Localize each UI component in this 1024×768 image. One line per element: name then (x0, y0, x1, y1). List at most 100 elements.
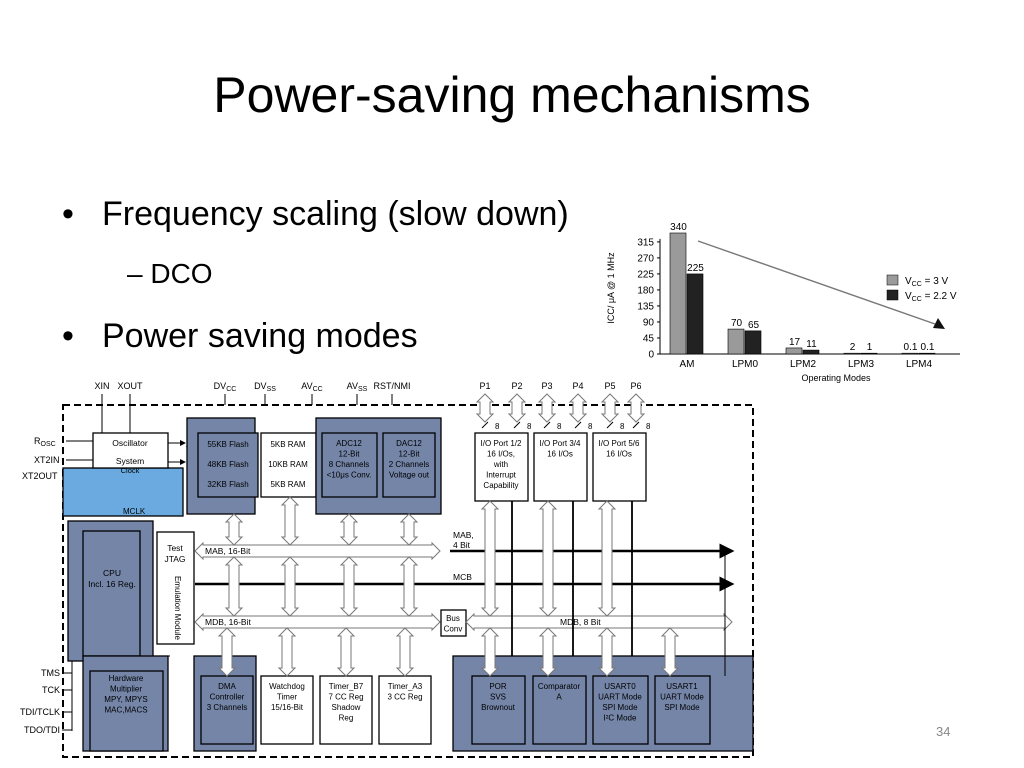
data-label-lpm4-series-1: 0.1 (904, 342, 918, 353)
mab-4-label-1: MAB, (453, 530, 474, 540)
timer-a3-label-line-1: Timer_A3 (388, 682, 423, 691)
mdb-8-bus (465, 612, 733, 632)
io-mdb-connector-2 (538, 500, 558, 617)
test-jtag-label-line-1: Test (167, 543, 183, 553)
data-label-lpm3-series-2: 1 (867, 342, 873, 353)
data-label-am-series-2: 225 (687, 263, 704, 274)
io-port-34-box (533, 432, 588, 502)
mem-mdb-connector-3 (339, 556, 359, 617)
bullet-power-saving-modes: •Power saving modes (62, 316, 418, 356)
usart1-label-line-3: SPI Mode (664, 703, 700, 712)
top-pin-label-3: DVCC (214, 381, 237, 393)
bus-conv-label-line-1: Bus (446, 614, 460, 623)
timer-b7-box (319, 675, 373, 745)
mem-mab-connector-4 (399, 513, 419, 546)
top-pin-label-13: P6 (630, 381, 641, 391)
timer-b7-label-line-4: Reg (339, 714, 354, 723)
legend-label-1: VCC = 3 V (905, 276, 949, 288)
bus-width-label-2: 8 (527, 422, 532, 431)
bus-width-slash-4 (574, 421, 582, 429)
io-port-12-label-line-4: Interrupt (486, 471, 517, 480)
por-label-line-1: POR (489, 682, 507, 691)
data-label-am-series-1: 340 (670, 222, 687, 233)
dac12-label-line-1: DAC12 (396, 439, 422, 448)
io-port-12-label-line-3: with (493, 460, 508, 469)
usart1-box (654, 675, 711, 745)
bus-conv-box (440, 609, 467, 637)
y-tick-label: 225 (637, 269, 654, 280)
data-label-lpm3-series-1: 2 (850, 342, 856, 353)
io-port-12-label-line-5: Capability (483, 481, 518, 490)
io-port-34-label-line-2: 16 I/Os (547, 450, 573, 459)
lower-mdb8-connector-3 (597, 627, 617, 677)
adc12-label-line-3: 8 Channels (329, 460, 369, 469)
power-modes-chart: ICC/ μA @ 1 MHz0459013518022527031534022… (606, 222, 960, 383)
timer-a3-label-line-2: 3 CC Reg (387, 693, 422, 702)
sub-bullet-dco: – DCO (127, 258, 213, 289)
top-pin-label-9: P2 (511, 381, 522, 391)
test-jtag-label-line-2: JTAG (164, 554, 185, 564)
pin-arrow-p6 (626, 393, 646, 423)
mab-4-label-2: 4 Bit (453, 540, 471, 550)
bar-lpm4-series-2 (918, 352, 936, 355)
pin-arrow-p3 (537, 393, 557, 423)
flash-option-3: 32KB Flash (207, 480, 248, 489)
legend-swatch-2 (886, 289, 899, 301)
bar-lpm2-series-1 (785, 347, 803, 355)
pin-arrow-p5 (600, 393, 620, 423)
dac12-label-line-2: 12-Bit (399, 450, 421, 459)
top-pin-label-12: P5 (604, 381, 615, 391)
jtag-pin-label-4: TDO/TDI (24, 725, 60, 735)
ram-option-1: 5KB RAM (270, 440, 305, 449)
bar-lpm2-series-2 (802, 349, 820, 355)
usart0-label-line-1: USART0 (604, 682, 636, 691)
watchdog-label-line-3: 15/16-Bit (271, 703, 304, 712)
page-number: 34 (936, 724, 951, 739)
left-pin-label-2: XT2IN (34, 455, 60, 465)
bus-conv-label-line-2: Conv (444, 625, 463, 634)
bus-width-slash-2 (513, 421, 521, 429)
dac12-label-line-4: Voltage out (389, 471, 430, 480)
bullet-frequency-scaling: •Frequency scaling (slow down) (62, 194, 569, 234)
mem-mab-connector-1 (224, 513, 244, 546)
y-tick-label: 0 (648, 350, 654, 361)
bar-lpm0-series-2 (744, 330, 762, 355)
top-pin-label-11: P4 (572, 381, 583, 391)
adc12-label-line-2: 12-Bit (339, 450, 361, 459)
bus-width-label-4: 8 (588, 422, 593, 431)
top-pin-label-4: DVSS (254, 381, 276, 393)
flash-option-2: 48KB Flash (207, 460, 248, 469)
adc12-label-line-1: ADC12 (336, 439, 362, 448)
io-mdb-connector-1 (480, 500, 500, 617)
x-tick-label: AM (680, 359, 695, 370)
jtag-pin-label-1: TMS (41, 668, 60, 678)
lower-mdb8-connector-1 (480, 627, 500, 677)
legend-swatch-1 (886, 274, 899, 286)
comparator-label-line-2: A (556, 693, 562, 702)
data-label-lpm2-series-2: 11 (806, 339, 817, 350)
trend-line (697, 240, 936, 325)
y-tick-label: 90 (643, 317, 655, 328)
dma-box (200, 675, 254, 745)
mdb-16-label: MDB, 16-Bit (205, 617, 251, 627)
bullet-text: Power saving modes (102, 317, 418, 355)
oscillator-system-line-1: System (116, 456, 144, 466)
test-jtag-box (156, 531, 195, 645)
hardware-multiplier-label-line-3: MPY, MPYS (104, 695, 147, 704)
usart0-box (592, 675, 649, 745)
cpu-box (82, 530, 141, 657)
usart1-label-line-2: UART Mode (660, 693, 704, 702)
mem-mdb-connector-4 (399, 556, 419, 617)
y-tick-label: 315 (637, 237, 654, 248)
bus-width-label-1: 8 (495, 422, 500, 431)
io-port-12-label-line-1: I/O Port 1/2 (481, 439, 522, 448)
bullet-text: Frequency scaling (slow down) (102, 195, 569, 233)
mclk-label: MCLK (123, 507, 146, 516)
data-label-lpm0-series-1: 70 (731, 318, 743, 329)
por-label-line-2: SVS (490, 693, 506, 702)
top-pin-label-8: P1 (479, 381, 490, 391)
mclk-region (62, 467, 184, 517)
left-pin-label-1: ROSC (34, 436, 56, 448)
timer-a3-box (378, 675, 432, 745)
por-label-line-3: Brownout (481, 703, 516, 712)
